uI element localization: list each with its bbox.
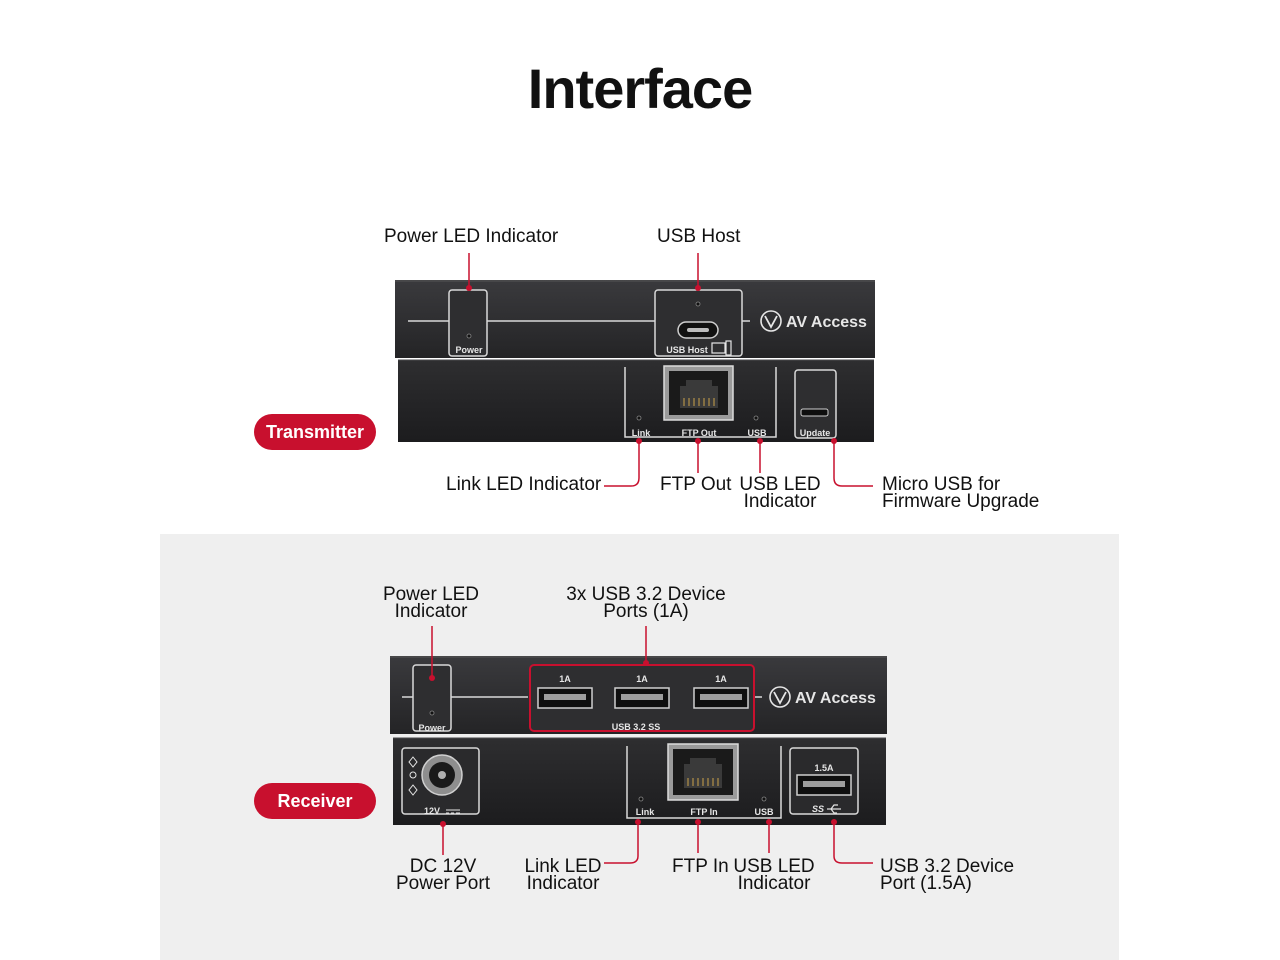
svg-text:1A: 1A (715, 674, 727, 684)
receiver-power-led-label: Power LED Indicator (382, 584, 480, 622)
transmitter-callout-lines (468, 253, 873, 487)
receiver-usb-device-label: USB 3.2 Device Port (1.5A) (880, 856, 1015, 894)
transmitter-badge: Transmitter (254, 414, 376, 450)
receiver-link-led-label: Link LED Indicator (524, 856, 602, 894)
dc-power-port-label: DC 12V Power Port (396, 856, 490, 894)
av-access-logo: AV Access (769, 686, 876, 708)
transmitter-ftp-out-label: FTP Out (660, 474, 732, 495)
receiver-device: Power 1A 1A 1A USB 3.2 SS AV Access (390, 656, 887, 825)
transmitter-power-led-label: Power LED Indicator (384, 226, 559, 247)
receiver-badge: Receiver (254, 783, 376, 819)
receiver-ftp-in-text: FTP In (690, 807, 717, 817)
receiver-usb-text: USB (754, 807, 774, 817)
svg-text:1A: 1A (559, 674, 571, 684)
transmitter-update-frame (794, 369, 837, 439)
transmitter-callout-dots (466, 285, 837, 444)
transmitter-usb-host-text: USB Host (666, 345, 708, 355)
dc-polarity-icon (408, 756, 418, 796)
usb-a-port-2: 1A (614, 674, 670, 709)
usb-a-port-1: 1A (537, 674, 593, 709)
receiver-link-text: Link (636, 807, 655, 817)
page-title: Interface (527, 57, 753, 120)
usb-a-port-3: 1A (693, 674, 749, 709)
transmitter-update-text: Update (800, 428, 831, 438)
svg-text:1A: 1A (636, 674, 648, 684)
usb-trident-icon (827, 804, 841, 814)
transmitter-micro-usb-label: Micro USB for Firmware Upgrade (882, 474, 1040, 512)
receiver-link-led (638, 796, 644, 802)
superspeed-text: SS (812, 804, 824, 814)
receiver-ftp-in-label: FTP In (672, 856, 729, 877)
transmitter-link-led (636, 415, 642, 421)
receiver-usb32-text: USB 3.2 SS (612, 722, 661, 732)
computer-icon (711, 340, 732, 356)
receiver-usb-led (761, 796, 767, 802)
transmitter-link-text: Link (632, 428, 651, 438)
transmitter-power-led (466, 333, 472, 339)
receiver-usb-led-label: USB LED Indicator (733, 856, 815, 894)
receiver-usb-ports-label: 3x USB 3.2 Device Ports (1A) (566, 584, 726, 622)
transmitter-brand-text: AV Access (786, 314, 867, 331)
receiver-power-text: Power (418, 723, 446, 733)
av-access-logo: AV Access (760, 310, 867, 332)
transmitter-device: Power USB Host AV Access (395, 280, 875, 442)
dc-12v-text: 12V (424, 806, 440, 816)
transmitter-ftp-out-text: FTP Out (682, 428, 717, 438)
transmitter-usb-led-label: USB LED Indicator (739, 474, 821, 512)
port-1-5a-text: 1.5A (814, 763, 834, 773)
receiver-callout-lines (431, 626, 873, 864)
receiver-power-led (429, 710, 435, 716)
transmitter-usb-led (753, 415, 759, 421)
receiver-callout-dots (429, 660, 837, 827)
micro-usb-port-icon (800, 408, 829, 417)
transmitter-link-led-label: Link LED Indicator (446, 474, 602, 495)
transmitter-usb-text: USB (747, 428, 767, 438)
receiver-brand-text: AV Access (795, 690, 876, 707)
transmitter-power-text: Power (455, 345, 483, 355)
transmitter-usb-host-label: USB Host (657, 226, 741, 247)
